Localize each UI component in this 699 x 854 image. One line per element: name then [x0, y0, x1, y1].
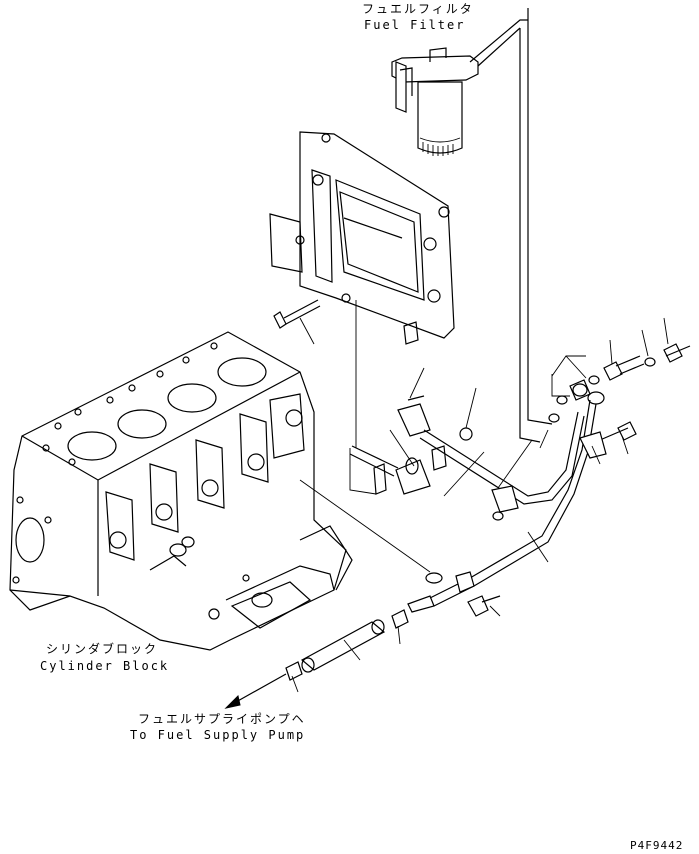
fuel-return-line — [519, 8, 553, 443]
cylinder-block-drawing — [9, 331, 353, 651]
fuel-filter-label: Fuel Filter — [364, 18, 466, 32]
supply-pump-label-jp: フュエルサプライポンプヘ — [138, 712, 306, 726]
banjo-fittings — [467, 343, 691, 617]
supply-hose — [285, 572, 443, 681]
drawing-code: P4F9442 — [630, 839, 684, 852]
filter-bracket-drawing — [269, 131, 455, 345]
supply-pump-label: To Fuel Supply Pump — [130, 728, 306, 742]
mounting-bolt — [273, 299, 321, 345]
fuel-filter-drawing — [391, 19, 528, 156]
fuel-filter-label-jp: フュエルフィルタ — [362, 2, 474, 16]
leader-lines — [291, 300, 669, 693]
cylinder-block-label: Cylinder Block — [40, 659, 170, 673]
cylinder-block-label-jp: シリンダブロック — [46, 642, 159, 656]
fuel-tube-assembly — [349, 395, 597, 613]
supply-pump-arrow — [224, 673, 287, 709]
